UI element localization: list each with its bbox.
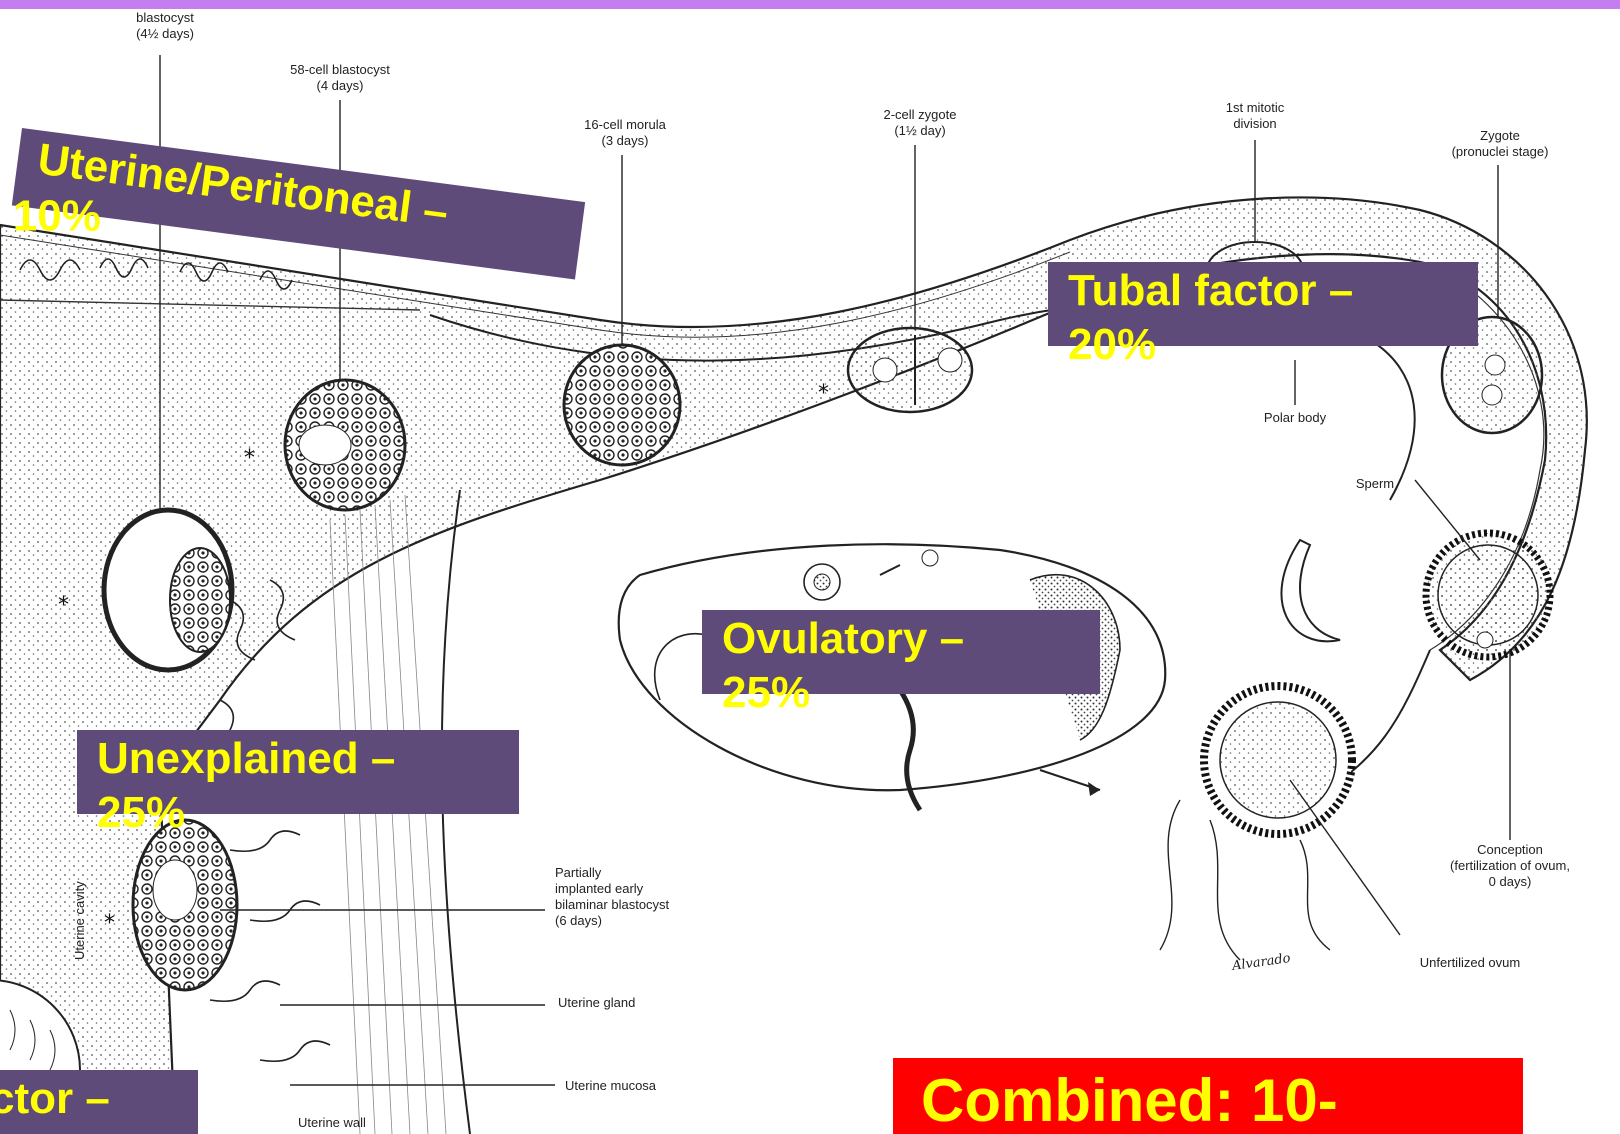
label-uterine-wall: Uterine wall	[298, 1115, 366, 1131]
factor-box-tubal: Tubal factor – 20%	[1048, 262, 1478, 346]
svg-text:*: *	[58, 593, 69, 618]
svg-text:*: *	[104, 911, 115, 936]
label-blastocyst-58-cell: 58-cell blastocyst(4 days)	[255, 62, 425, 94]
label-polar-body: Polar body	[1245, 410, 1345, 426]
combined-factor-box: Combined: 10-	[893, 1058, 1523, 1134]
factor-box-male-partial: ctor –	[0, 1070, 198, 1134]
conception-ovum	[1426, 533, 1550, 657]
svg-text:*: *	[244, 446, 255, 471]
unfertilized-ovum	[1160, 686, 1352, 960]
label-uterine-mucosa: Uterine mucosa	[565, 1078, 656, 1094]
label-zygote-2-cell: 2-cell zygote(1½ day)	[855, 107, 985, 139]
blastocyst-4-5-days	[104, 510, 232, 670]
label-blastocyst-4-5-days: blastocyst(4½ days)	[110, 10, 220, 42]
factor-pct-ovulatory: 25%	[722, 668, 810, 718]
morula-16-cell	[564, 345, 680, 465]
zygote-2-cell	[848, 328, 972, 412]
label-uterine-cavity: Uterine cavity	[72, 881, 88, 960]
blastocyst-58-cell	[285, 380, 405, 510]
factor-pct-unexplained: 25%	[97, 788, 185, 838]
label-conception: Conception(fertilization of ovum,0 days)	[1410, 842, 1610, 890]
implanted-blastocyst	[133, 820, 237, 990]
label-uterine-gland: Uterine gland	[558, 995, 635, 1011]
factor-label-unexplained: Unexplained –	[97, 734, 395, 783]
factor-label-tubal: Tubal factor –	[1068, 266, 1353, 315]
factor-pct-uterine-peritoneal: 10%	[13, 191, 101, 241]
label-sperm: Sperm	[1340, 476, 1410, 492]
factor-box-unexplained: Unexplained – 25%	[77, 730, 519, 814]
svg-text:*: *	[818, 381, 829, 406]
factor-label-male-partial: ctor –	[0, 1074, 110, 1123]
factor-box-ovulatory: Ovulatory – 25%	[702, 610, 1100, 694]
label-morula-16-cell: 16-cell morula(3 days)	[555, 117, 695, 149]
label-zygote-pronuclei: Zygote(pronuclei stage)	[1425, 128, 1575, 160]
combined-factor-label: Combined: 10-	[921, 1067, 1338, 1134]
factor-label-ovulatory: Ovulatory –	[722, 614, 964, 663]
factor-pct-tubal: 20%	[1068, 320, 1156, 370]
label-unfertilized-ovum: Unfertilized ovum	[1395, 955, 1545, 971]
